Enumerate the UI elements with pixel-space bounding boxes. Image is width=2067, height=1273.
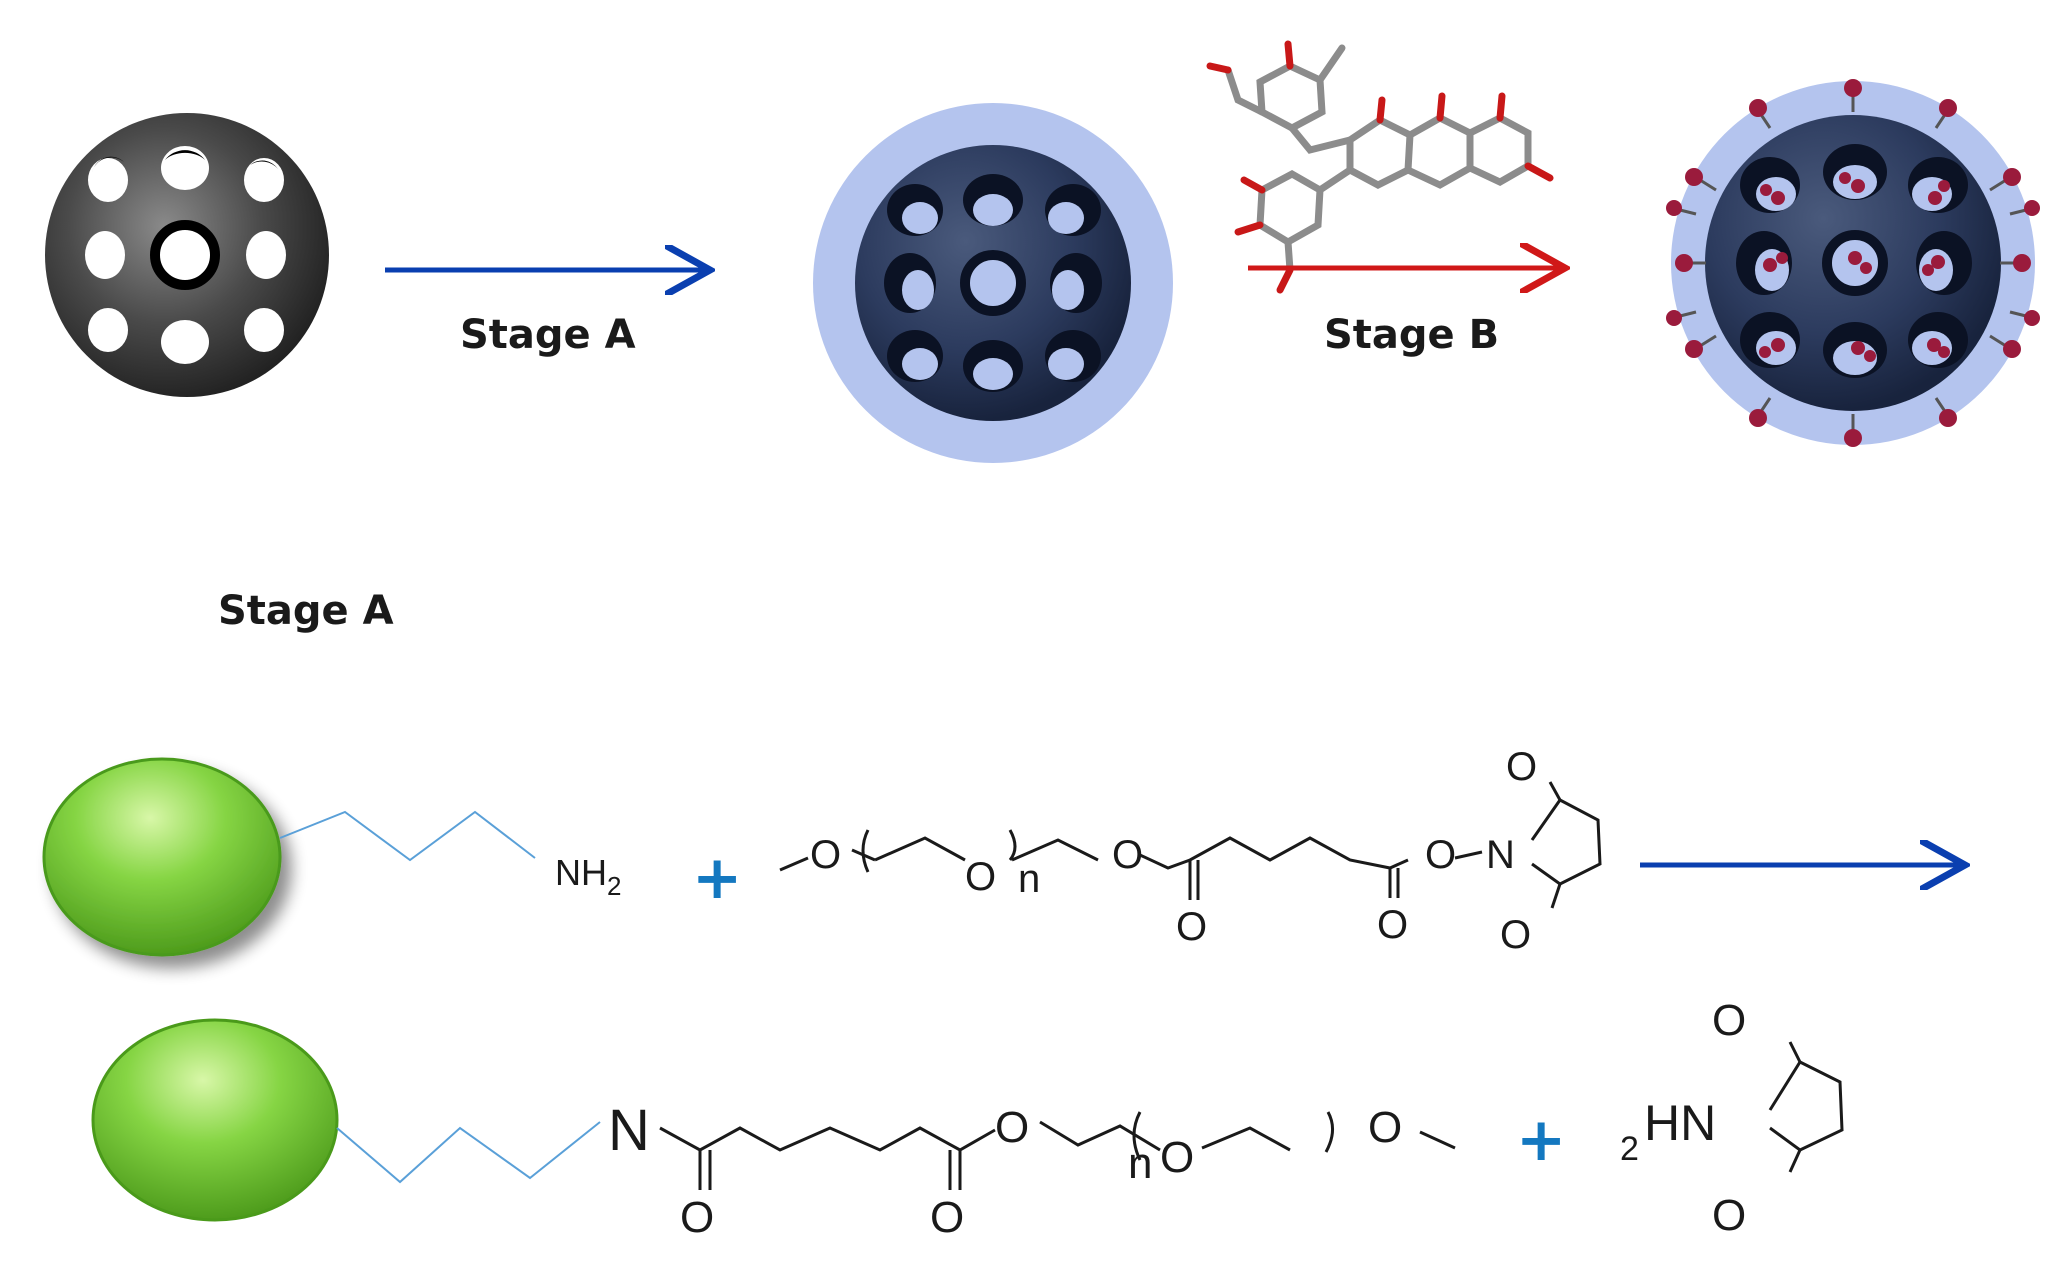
plus-sign-2: + [1516,1105,1566,1175]
repeat-unit-n-2: n [1128,1139,1152,1188]
atom-o-methoxy-2: O [1368,1103,1402,1152]
atom-o-ether: O [965,855,996,899]
atom-o-imide-bottom: O [1500,913,1531,957]
atom-n-amide: N [608,1098,650,1163]
flavonoid-drug-molecule [1206,40,1554,294]
scheme-heading: Stage A [218,588,394,634]
plus-sign-1: + [692,843,742,913]
byproduct-hn: HN [1644,1095,1716,1151]
atom-o-ether-2: O [1160,1133,1194,1182]
repeat-unit-n: n [1018,857,1040,901]
atom-o-imide-top: O [1506,745,1537,789]
stage-b-label: Stage B [1324,312,1500,358]
amine-group-label: NH2 [555,852,621,901]
amine-functionalized-bead [42,757,282,957]
coated-mesoporous-particle [813,103,1173,463]
pegylated-chain-structure [659,1041,1844,1190]
atom-n-nhs: N [1486,833,1515,877]
atom-o-carbonyl-1: O [1176,905,1207,949]
atom-o-ester: O [1112,833,1143,877]
atom-o-nhs-top: O [1712,996,1746,1045]
atom-o-nhs: O [1425,833,1456,877]
drug-loaded-particle [1666,79,2040,447]
stage-a-label: Stage A [460,312,636,358]
mpeg-nhs-ester-structure [779,781,1602,909]
atom-o-ester-carbonyl: O [930,1193,964,1242]
atom-o-ester-2: O [995,1103,1029,1152]
byproduct-subscript: 2 [1620,1130,1639,1168]
atom-o-carbonyl-2: O [1377,903,1408,947]
atom-o-methoxy: O [810,833,841,877]
alkyl-linker-1 [279,810,536,862]
bare-mesoporous-particle [45,113,329,397]
atom-o-nhs-bottom: O [1712,1191,1746,1240]
atom-o-amide-carbonyl: O [680,1193,714,1242]
pegylated-bead [91,1018,339,1222]
alkyl-linker-2 [336,1121,601,1184]
